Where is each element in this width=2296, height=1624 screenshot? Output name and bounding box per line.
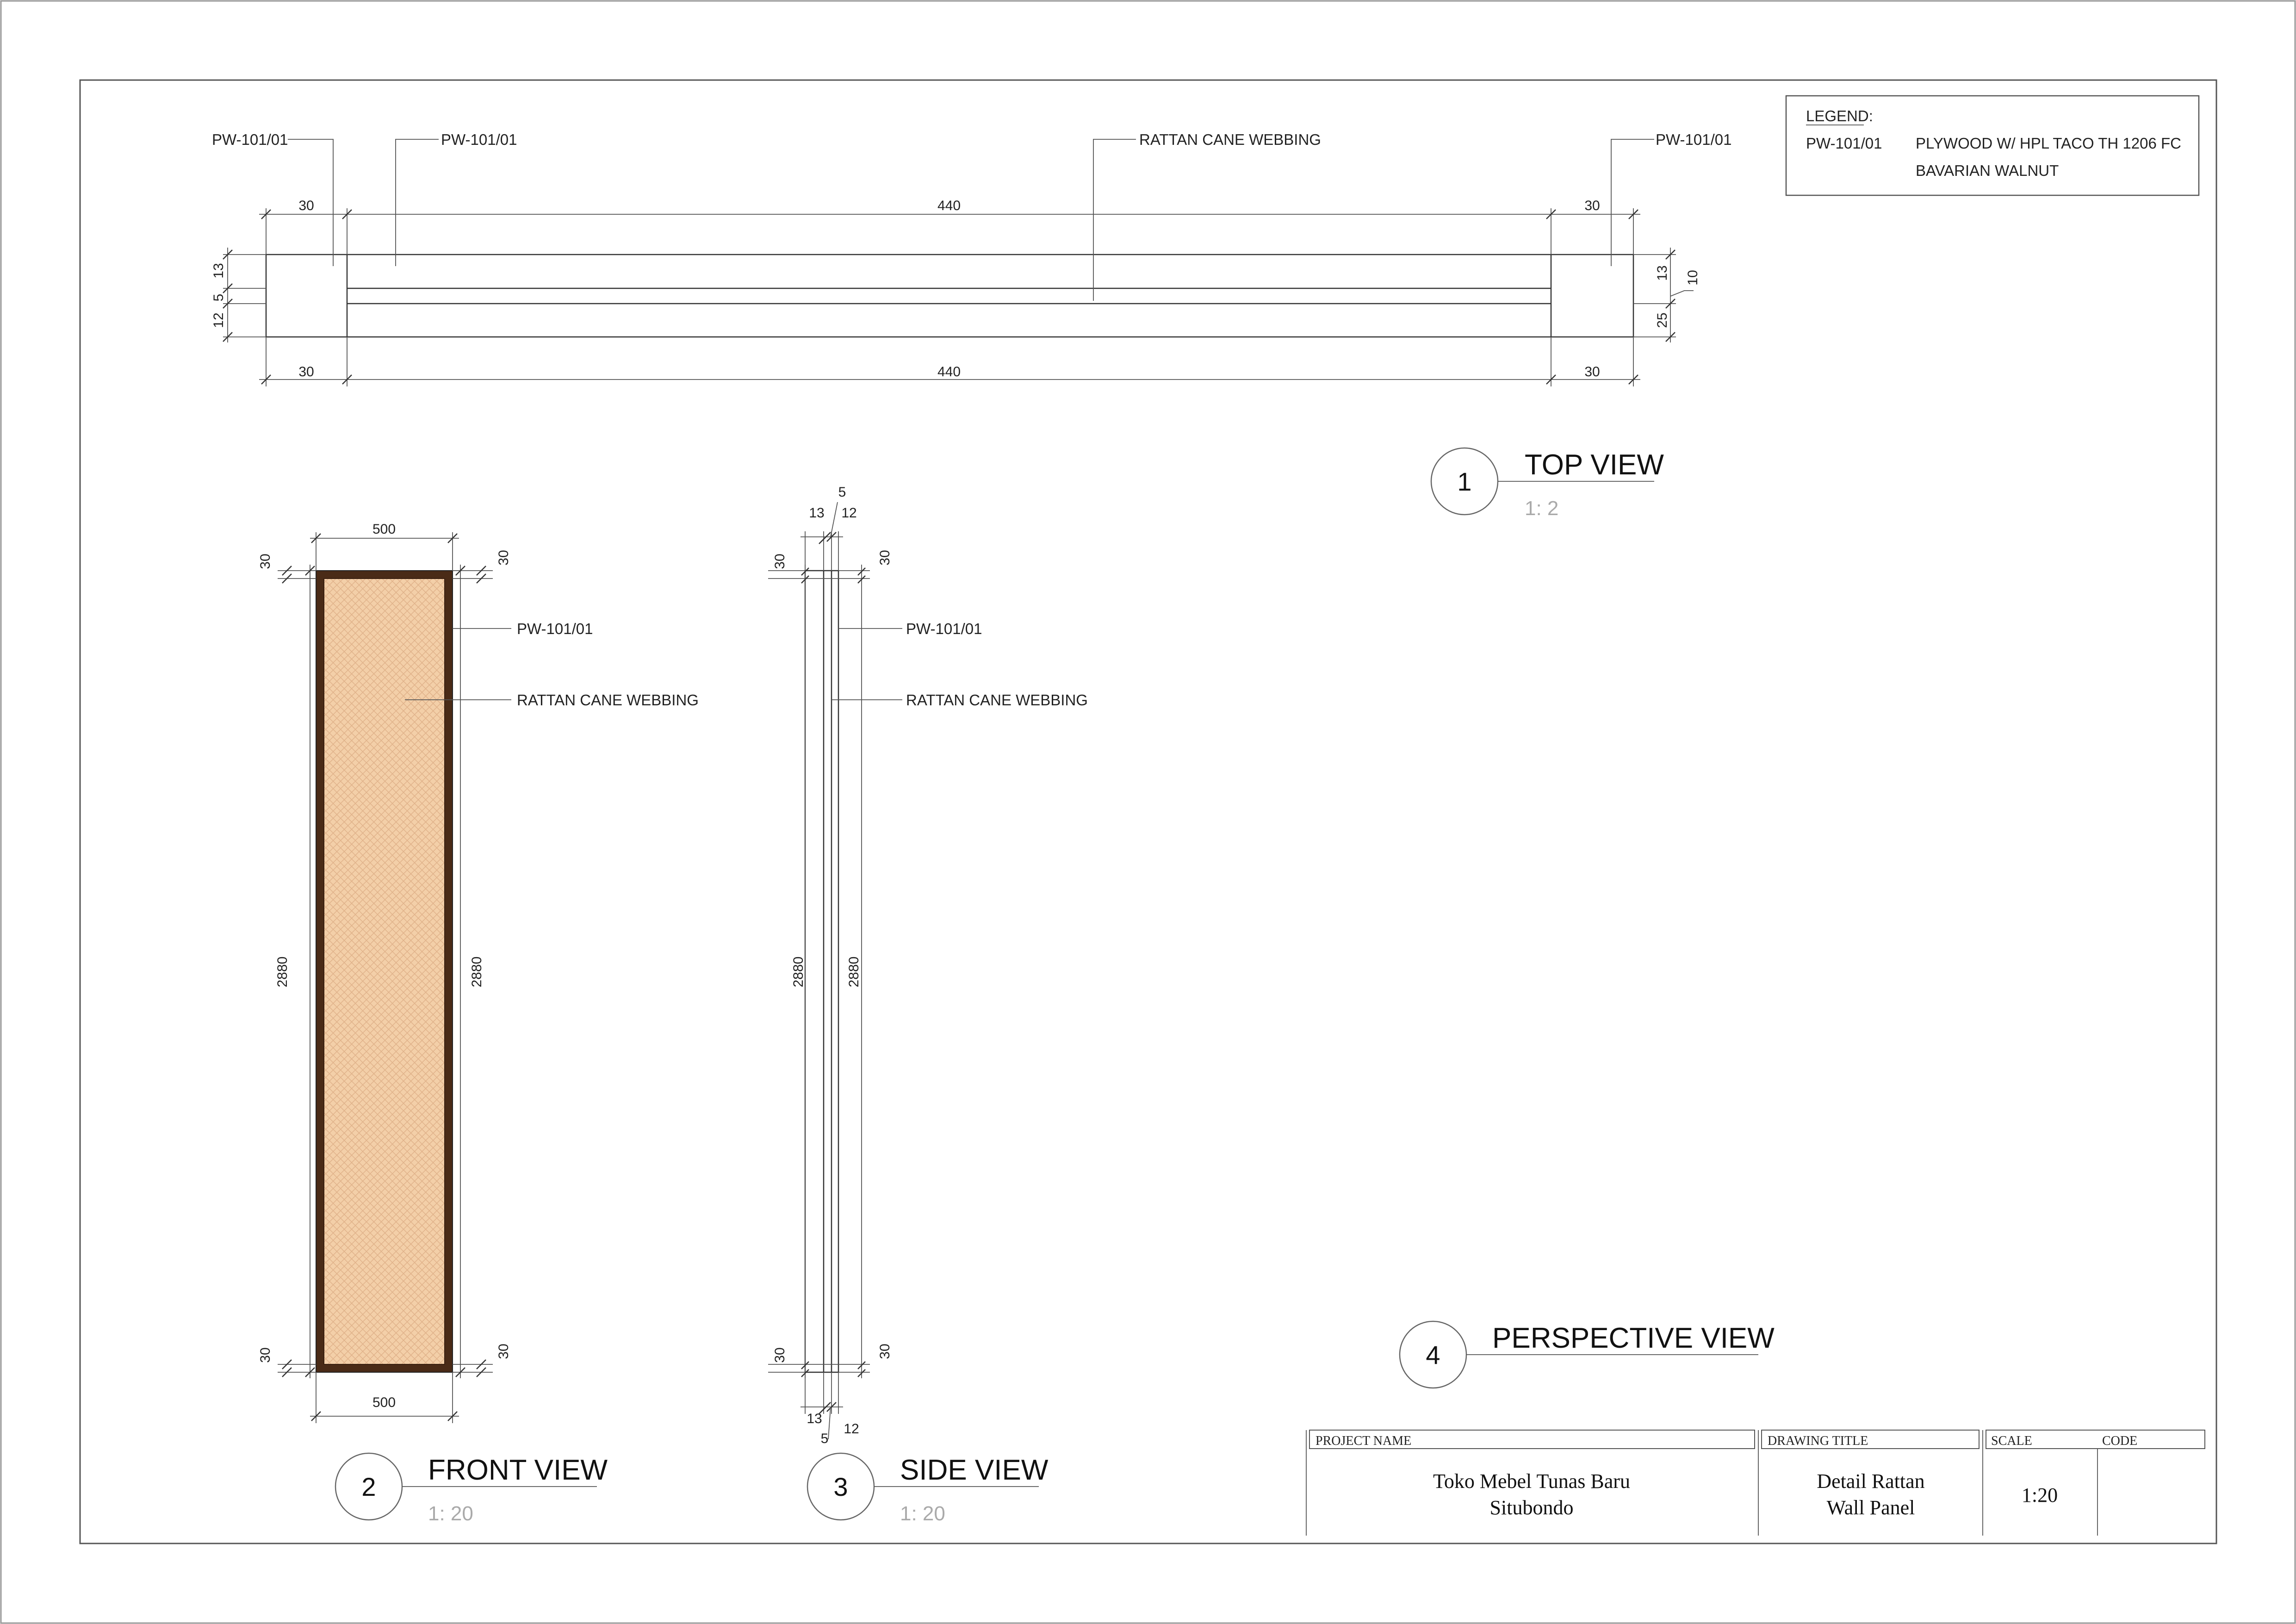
top-view-heading: TOP VIEW — [1525, 449, 1664, 481]
side-dim-13-bottom: 13 — [807, 1411, 822, 1426]
scale-value: 1:20 — [2022, 1484, 2058, 1506]
top-view-number: 1 — [1457, 467, 1471, 496]
side-dim-2880-left: 2880 — [791, 957, 806, 988]
side-dim-30-tl: 30 — [772, 554, 788, 569]
side-dim-13-top: 13 — [809, 505, 824, 521]
project-name-line1: Toko Mebel Tunas Baru — [1433, 1470, 1630, 1493]
legend-desc-line1: PLYWOOD W/ HPL TACO TH 1206 FC — [1916, 135, 2181, 152]
drawing-title-line1: Detail Rattan — [1817, 1470, 1924, 1493]
side-dim-30-tr: 30 — [877, 550, 893, 565]
perspective-view-title: 4 PERSPECTIVE VIEW — [1399, 1320, 1775, 1389]
top-label-pw-inner: PW-101/01 — [441, 131, 517, 148]
drawing-frame — [79, 79, 2217, 1544]
legend-title: LEGEND: — [1806, 107, 1873, 124]
front-view-number: 2 — [361, 1472, 376, 1501]
front-dim-2880-right: 2880 — [469, 957, 484, 988]
dim-top-440: 440 — [937, 198, 961, 213]
side-view-heading: SIDE VIEW — [900, 1454, 1049, 1486]
perspective-view-number: 4 — [1426, 1340, 1440, 1369]
front-rattan-panel — [323, 578, 445, 1365]
legend-desc-line2: BAVARIAN WALNUT — [1916, 162, 2059, 179]
title-block: PROJECT NAME Toko Mebel Tunas Baru Situb… — [1306, 1430, 2205, 1536]
legend-code: PW-101/01 — [1806, 135, 1882, 152]
front-label-pw: PW-101/01 — [517, 620, 593, 637]
top-view-drawing: 30 440 30 30 440 30 13 5 12 — [211, 131, 1731, 386]
project-name-line2: Situbondo — [1490, 1496, 1574, 1519]
legend-box: LEGEND: PW-101/01 PLYWOOD W/ HPL TACO TH… — [1785, 95, 2200, 196]
drawing-title-label: DRAWING TITLE — [1768, 1434, 1868, 1448]
front-dim-2880-left: 2880 — [275, 957, 290, 988]
front-view-scale: 1: 20 — [428, 1502, 473, 1525]
dim-left-12: 12 — [211, 312, 226, 328]
side-view-title: 3 SIDE VIEW 1: 20 — [807, 1452, 1049, 1525]
front-dim-30-tr: 30 — [496, 550, 511, 565]
side-dim-30-br: 30 — [877, 1344, 893, 1359]
dim-right-25: 25 — [1655, 312, 1670, 328]
side-view-scale: 1: 20 — [900, 1502, 945, 1525]
project-name-label: PROJECT NAME — [1316, 1434, 1411, 1448]
dim-bottom-30-right: 30 — [1584, 364, 1600, 380]
dim-right-13: 13 — [1655, 265, 1670, 280]
side-dim-30-bl: 30 — [772, 1347, 788, 1363]
top-label-pw-left: PW-101/01 — [212, 131, 288, 148]
front-view-title: 2 FRONT VIEW 1: 20 — [335, 1452, 608, 1525]
side-dim-5-top: 5 — [838, 485, 846, 500]
top-label-pw-right: PW-101/01 — [1656, 131, 1731, 148]
front-view-drawing: 500 500 2880 30 30 2880 30 — [258, 522, 699, 1423]
front-dim-30-br: 30 — [496, 1344, 511, 1359]
side-label-rattan: RATTAN CANE WEBBING — [906, 691, 1088, 709]
dim-right-10: 10 — [1685, 270, 1700, 285]
code-label: CODE — [2102, 1434, 2137, 1448]
dim-top-30-left: 30 — [298, 198, 314, 213]
dim-left-13: 13 — [211, 263, 226, 278]
side-dim-5-bottom: 5 — [821, 1431, 829, 1446]
front-dim-500-bottom: 500 — [372, 1395, 396, 1410]
front-dim-30-tl: 30 — [258, 554, 273, 569]
dim-left-5: 5 — [211, 294, 226, 302]
top-view-title: 1 TOP VIEW 1: 2 — [1430, 447, 1664, 520]
scale-label: SCALE — [1991, 1434, 2032, 1448]
dim-top-30-right: 30 — [1584, 198, 1600, 213]
side-view-number: 3 — [833, 1472, 848, 1501]
side-view-drawing: 13 5 12 13 5 12 30 2880 30 — [768, 485, 1088, 1446]
front-dim-30-bl: 30 — [258, 1347, 273, 1363]
side-label-pw: PW-101/01 — [906, 620, 982, 637]
side-dim-2880-right: 2880 — [846, 957, 862, 988]
dim-bottom-440: 440 — [937, 364, 961, 380]
side-dim-12-top: 12 — [841, 505, 856, 521]
front-label-rattan: RATTAN CANE WEBBING — [517, 691, 699, 709]
front-dim-500-top: 500 — [372, 522, 396, 537]
side-dim-12-bottom: 12 — [844, 1421, 859, 1437]
top-label-rattan: RATTAN CANE WEBBING — [1139, 131, 1321, 148]
dim-bottom-30-left: 30 — [298, 364, 314, 380]
top-view-scale: 1: 2 — [1525, 497, 1558, 520]
drawing-title-line2: Wall Panel — [1827, 1496, 1915, 1519]
front-view-heading: FRONT VIEW — [428, 1454, 608, 1486]
perspective-view-heading: PERSPECTIVE VIEW — [1492, 1322, 1775, 1354]
